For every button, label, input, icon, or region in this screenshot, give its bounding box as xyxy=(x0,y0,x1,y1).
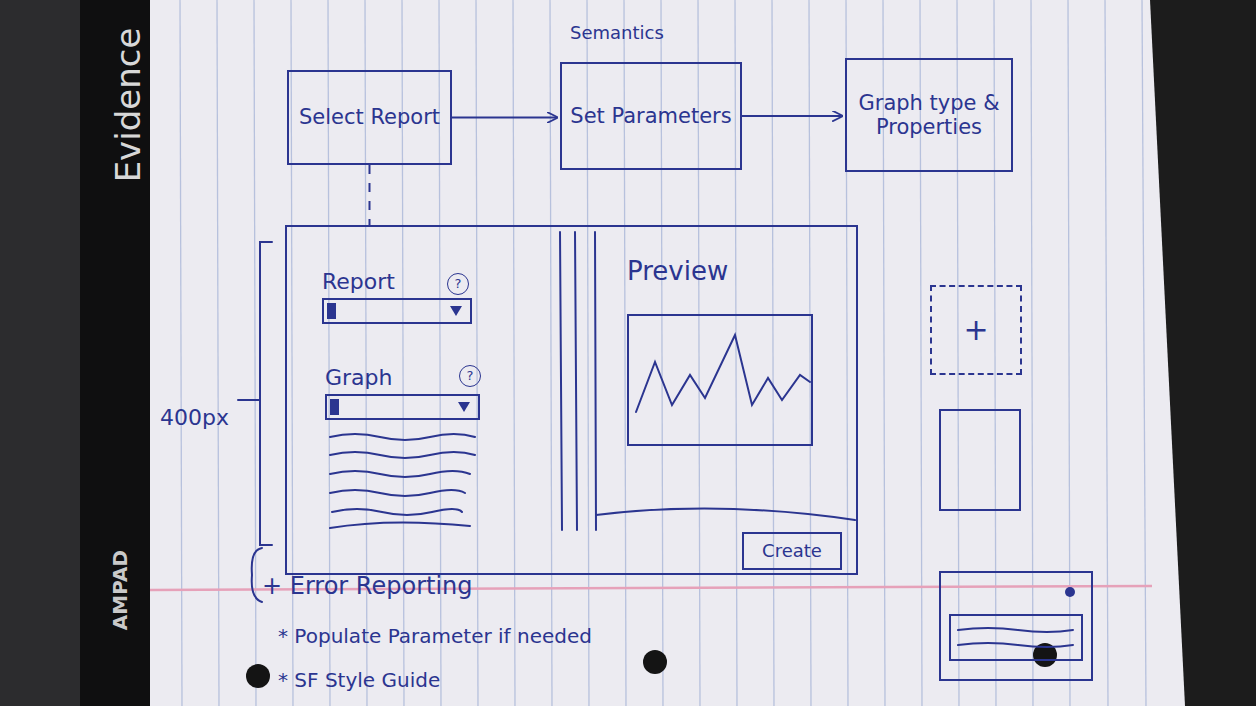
note-heading: + Error Reporting xyxy=(262,572,473,600)
panel-sketch xyxy=(940,410,1020,510)
binder-brand: AMPAD xyxy=(108,550,132,630)
ruled-lines xyxy=(1105,0,1108,706)
note-item: * Populate Parameter if needed xyxy=(278,624,592,648)
binder xyxy=(80,0,155,706)
dialog-wireframe: Report?Graph?PreviewCreate xyxy=(285,225,858,575)
help-icon: ? xyxy=(447,273,469,295)
window-text-scribble xyxy=(958,628,1073,647)
node-text: ? xyxy=(467,369,474,384)
panel-divider xyxy=(560,232,596,530)
dropdown-glyphs xyxy=(327,396,482,418)
chart-frame xyxy=(628,315,812,445)
node-text: Graph type & Properties xyxy=(855,91,1003,139)
dropdown-arrow xyxy=(450,306,462,316)
form-fields-scribble xyxy=(330,434,475,528)
ruled-lines xyxy=(513,0,515,706)
ruled-lines xyxy=(1031,0,1033,706)
dimension-label: 400px xyxy=(160,405,229,430)
note-label: Semantics xyxy=(570,22,664,43)
pane-heading: Preview xyxy=(627,257,852,287)
note-item: * SF Style Guide xyxy=(278,668,440,692)
flow-arrow xyxy=(742,115,842,117)
dashed-link xyxy=(369,165,371,225)
dropdown-arrow xyxy=(458,402,470,412)
ruled-lines xyxy=(180,0,1146,706)
node-text: Select Report xyxy=(299,105,440,129)
field-cursor xyxy=(330,399,339,415)
list-bracket xyxy=(252,548,262,602)
field-cursor xyxy=(327,303,336,319)
desk-left xyxy=(0,0,85,706)
preview-pane: Preview xyxy=(597,257,852,487)
ruled-lines xyxy=(180,0,182,706)
node-text: + xyxy=(963,313,988,348)
binder-brand: Evidence xyxy=(108,28,148,183)
punch-holes xyxy=(643,650,667,674)
process-box: Select Report xyxy=(287,70,452,165)
create-button: Create xyxy=(742,532,842,570)
flow-arrow xyxy=(452,117,557,119)
window-sketch xyxy=(940,572,1092,680)
paper-sheet xyxy=(150,0,1185,706)
dropdown-field: Report xyxy=(322,269,472,324)
ruled-lines xyxy=(254,0,256,706)
placeholder-box: + xyxy=(930,285,1022,375)
node-text: ? xyxy=(455,277,462,292)
window-dot xyxy=(1065,587,1075,597)
process-box: Set Parameters xyxy=(560,62,742,170)
dropdown-field: Graph xyxy=(325,365,480,420)
window-inner xyxy=(950,615,1082,660)
node-text: Create xyxy=(762,541,822,562)
ink-sketch xyxy=(238,232,1092,680)
dropdown-box xyxy=(322,298,472,324)
ruled-lines xyxy=(1142,0,1146,706)
help-icon: ? xyxy=(459,365,481,387)
ruled-lines xyxy=(476,0,478,706)
field-label: Report xyxy=(322,269,472,294)
ruled-lines xyxy=(1068,0,1070,706)
node-text: Set Parameters xyxy=(570,104,731,128)
chart-line xyxy=(636,335,810,412)
ruled-lines xyxy=(217,0,219,706)
punch-holes xyxy=(246,664,270,688)
ruled-lines xyxy=(809,0,811,706)
ruled-lines xyxy=(291,0,293,706)
ruled-lines xyxy=(550,0,552,706)
dropdown-box xyxy=(325,394,480,420)
ruled-lines xyxy=(772,0,774,706)
field-label: Graph xyxy=(325,365,480,390)
pane-scribble xyxy=(596,509,855,520)
process-box: Graph type & Properties xyxy=(845,58,1013,172)
size-bracket xyxy=(238,242,272,545)
ruled-lines xyxy=(735,0,737,706)
dropdown-glyphs xyxy=(324,300,474,322)
